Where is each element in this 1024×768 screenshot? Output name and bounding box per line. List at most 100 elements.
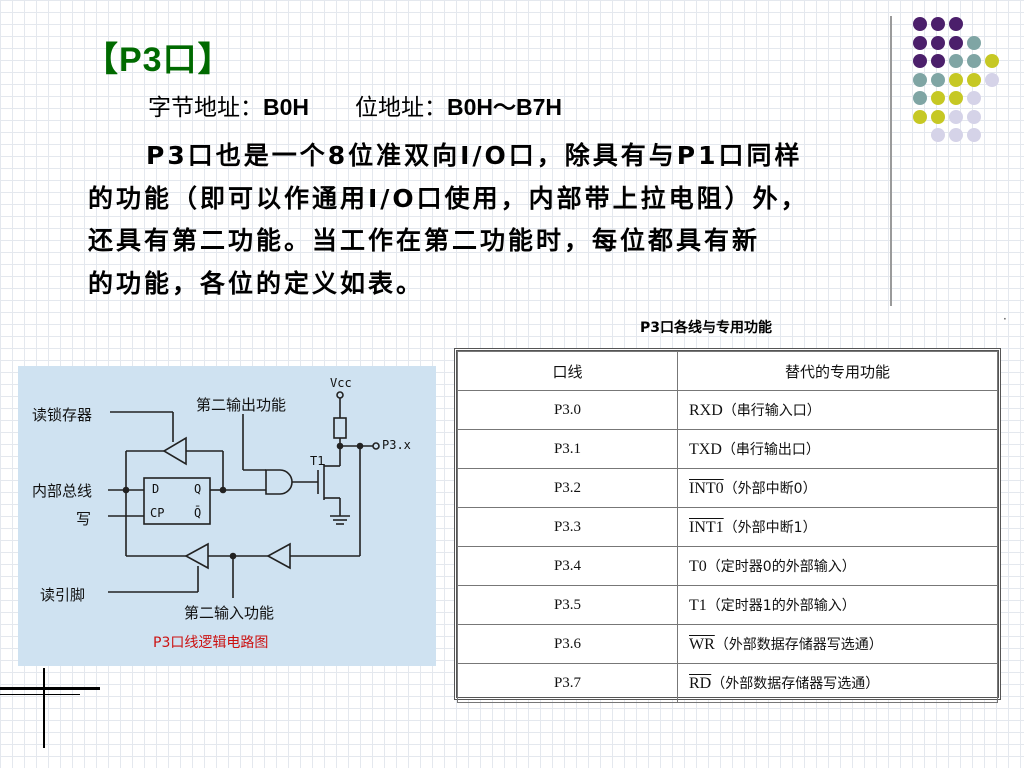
label-read-latch: 读锁存器 bbox=[32, 406, 93, 424]
circuit-wiring bbox=[108, 391, 380, 598]
signal-name: RXD bbox=[689, 402, 723, 419]
paragraph-line: P3口也是一个8位准双向I/O口，除具有与P1口同样 bbox=[146, 141, 803, 170]
decorative-dot: · bbox=[1003, 312, 1007, 326]
byte-address-label: 字节地址： bbox=[148, 95, 263, 121]
decorative-dot bbox=[949, 35, 963, 50]
port-line-cell: P3.3 bbox=[457, 507, 678, 547]
port-line-cell: P3.2 bbox=[457, 468, 678, 508]
decorative-dot bbox=[949, 17, 963, 31]
label-t1: T1 bbox=[310, 454, 325, 468]
label-d: D bbox=[152, 482, 160, 496]
table-header-cell: 口线 bbox=[457, 351, 678, 391]
signal-name: WR bbox=[689, 636, 715, 653]
decorative-dot bbox=[913, 109, 927, 124]
table-title: P3口各线与专用功能 bbox=[640, 320, 773, 336]
signal-description: （定时器1的外部输入） bbox=[706, 598, 856, 614]
paragraph-line: 还具有第二功能。当工作在第二功能时，每位都具有新 bbox=[88, 226, 761, 255]
decorative-dot bbox=[967, 72, 981, 87]
signal-name: INT0 bbox=[689, 480, 724, 497]
table-header-cell: 替代的专用功能 bbox=[677, 351, 998, 391]
decorative-crosshair-line bbox=[0, 694, 80, 695]
decorative-dot bbox=[931, 17, 945, 31]
function-cell: WR（外部数据存储器写选通） bbox=[677, 624, 998, 664]
function-cell: RD（外部数据存储器写选通） bbox=[677, 663, 998, 703]
decorative-dot bbox=[913, 54, 927, 68]
decorative-dot bbox=[967, 109, 981, 124]
decorative-dot bbox=[931, 109, 945, 124]
label-internal-bus: 内部总线 bbox=[32, 482, 93, 500]
decorative-dot bbox=[931, 128, 945, 142]
port-line-cell: P3.1 bbox=[457, 429, 678, 469]
function-cell: RXD（串行输入口） bbox=[677, 390, 998, 430]
paragraph-line: 的功能（即可以作通用I/O口使用，内部带上拉电阻）外， bbox=[88, 183, 809, 213]
decorative-dot bbox=[949, 109, 963, 124]
signal-description: （外部数据存储器写选通） bbox=[714, 637, 883, 653]
function-cell: T1（定时器1的外部输入） bbox=[677, 585, 998, 625]
bit-address-label: 位地址： bbox=[355, 95, 448, 121]
port-line-cell: P3.4 bbox=[457, 546, 678, 586]
signal-name: T1 bbox=[689, 597, 707, 614]
decorative-dot bbox=[913, 17, 927, 31]
slide-title: 【P3口】 bbox=[84, 41, 233, 79]
signal-name: T0 bbox=[689, 558, 707, 575]
signal-description: （外部中断0） bbox=[723, 481, 817, 497]
decorative-dot bbox=[913, 72, 927, 87]
label-second-input: 第二输入功能 bbox=[184, 604, 275, 622]
label-second-output: 第二输出功能 bbox=[196, 396, 287, 414]
decorative-dot bbox=[949, 128, 963, 142]
signal-description: （串行输出口） bbox=[721, 442, 820, 458]
table-header-row: 口线 替代的专用功能 bbox=[457, 351, 998, 391]
decorative-dot bbox=[949, 91, 963, 105]
label-q-bar: Q̄ bbox=[194, 506, 202, 520]
signal-name: TXD bbox=[689, 441, 722, 458]
table-row: P3.1 TXD（串行输出口） bbox=[457, 429, 998, 469]
label-cp: CP bbox=[150, 506, 165, 520]
decorative-dot bbox=[967, 54, 981, 68]
decorative-dot bbox=[931, 72, 945, 87]
decorative-dot bbox=[967, 91, 981, 105]
address-line: 字节地址：B0H 位地址：B0H～B7H bbox=[148, 88, 562, 122]
decorative-dot bbox=[967, 35, 981, 50]
signal-description: （外部数据存储器写选通） bbox=[711, 676, 880, 692]
function-cell: T0（定时器0的外部输入） bbox=[677, 546, 998, 586]
label-read-pin: 读引脚 bbox=[40, 586, 86, 604]
signal-description: （串行输入口） bbox=[722, 403, 821, 419]
body-paragraph: P3口也是一个8位准双向I/O口，除具有与P1口同样 的功能（即可以作通用I/O… bbox=[88, 135, 948, 305]
signal-description: （外部中断1） bbox=[723, 520, 817, 536]
port-line-cell: P3.7 bbox=[457, 663, 678, 703]
function-cell: INT0（外部中断0） bbox=[677, 468, 998, 508]
decorative-dot bbox=[949, 72, 963, 87]
port-line-cell: P3.0 bbox=[457, 390, 678, 430]
decorative-dot bbox=[931, 91, 945, 105]
circuit-caption: P3口线逻辑电路图 bbox=[153, 635, 269, 651]
paragraph-line: 的功能，各位的定义如表。 bbox=[88, 268, 425, 298]
port-line-cell: P3.5 bbox=[457, 585, 678, 625]
function-cell: INT1（外部中断1） bbox=[677, 507, 998, 547]
decorative-dot bbox=[913, 35, 927, 50]
label-pin: P3.x bbox=[382, 438, 411, 452]
decorative-vertical-rule bbox=[890, 16, 892, 306]
signal-description: （定时器0的外部输入） bbox=[706, 559, 856, 575]
port-line-cell: P3.6 bbox=[457, 624, 678, 664]
decorative-dot bbox=[931, 54, 945, 68]
decorative-dot bbox=[913, 91, 927, 105]
decorative-dot bbox=[985, 72, 999, 87]
decorative-dot bbox=[967, 128, 981, 142]
decorative-crosshair-line bbox=[43, 668, 45, 748]
decorative-dot bbox=[931, 35, 945, 50]
label-q: Q bbox=[194, 482, 202, 496]
signal-name: RD bbox=[689, 675, 712, 692]
d-latch-box bbox=[143, 477, 211, 525]
decorative-dot bbox=[985, 54, 999, 68]
byte-address-value: B0H bbox=[263, 94, 310, 120]
label-vcc: Vcc bbox=[330, 376, 352, 390]
bit-address-value: B0H～B7H bbox=[447, 94, 563, 120]
